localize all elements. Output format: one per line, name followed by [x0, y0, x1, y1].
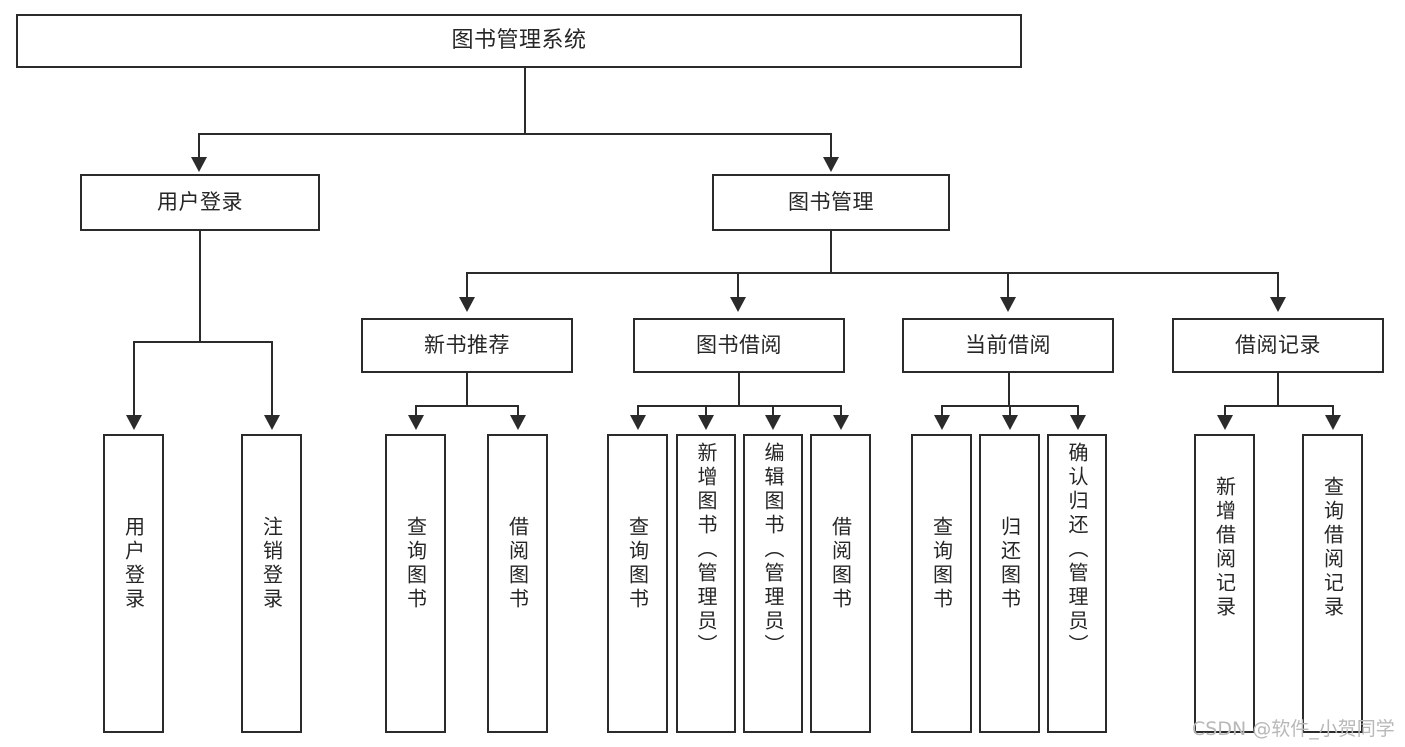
connector-current-borrow-child-3 — [1077, 405, 1079, 417]
node-label: 新增借阅记录 — [1212, 476, 1237, 620]
arrow-current-borrow-child-2 — [1002, 415, 1018, 430]
leaf-node-add-book-admin[interactable]: 新增图书（管理员） — [676, 434, 736, 733]
connector-borrow-record-stem — [1277, 373, 1279, 405]
connector-current-borrow-stem — [1008, 373, 1010, 405]
leaf-node-query-book-3[interactable]: 查询图书 — [911, 434, 972, 733]
connector-borrow-record-child-2 — [1332, 405, 1334, 417]
arrow-user-login-child-2 — [264, 415, 280, 430]
node-label: 编辑图书（管理员） — [761, 442, 785, 658]
connector-borrow-record-bus — [1224, 405, 1334, 407]
leaf-node-confirm-return-admin[interactable]: 确认归还（管理员） — [1047, 434, 1107, 733]
node-label: 图书管理 — [788, 190, 874, 215]
connector-book-manage-child-4 — [1277, 272, 1279, 299]
connector-root-bus — [198, 133, 832, 135]
arrow-book-manage-child-3 — [1000, 297, 1016, 312]
node-label: 查询借阅记录 — [1320, 476, 1345, 620]
arrow-book-manage-child-4 — [1270, 297, 1286, 312]
arrow-book-borrow-child-4 — [833, 415, 849, 430]
connector-book-manage-child-3 — [1007, 272, 1009, 299]
connector-book-borrow-child-3 — [772, 405, 774, 417]
connector-to-user-login — [198, 133, 200, 159]
node-user-login[interactable]: 用户登录 — [80, 174, 320, 231]
connector-book-manage-child-2 — [737, 272, 739, 299]
node-borrow-record[interactable]: 借阅记录 — [1172, 318, 1384, 373]
connector-borrow-record-child-1 — [1224, 405, 1226, 417]
node-label: 图书管理系统 — [451, 28, 587, 54]
connector-book-borrow-child-2 — [705, 405, 707, 417]
node-label: 查询图书 — [625, 516, 650, 612]
node-book-management-system[interactable]: 图书管理系统 — [16, 14, 1022, 68]
connector-book-manage-stem — [830, 231, 832, 272]
leaf-node-query-borrow-record[interactable]: 查询借阅记录 — [1302, 434, 1363, 733]
node-label: 用户登录 — [157, 190, 243, 215]
connector-current-borrow-child-1 — [941, 405, 943, 417]
connector-new-book-child-2 — [517, 405, 519, 417]
arrow-book-manage-child-2 — [730, 297, 746, 312]
connector-book-borrow-bus — [637, 405, 841, 407]
node-book-management[interactable]: 图书管理 — [712, 174, 950, 231]
connector-book-borrow-stem — [738, 373, 740, 405]
leaf-node-user-login[interactable]: 用户登录 — [103, 434, 164, 733]
leaf-node-edit-book-admin[interactable]: 编辑图书（管理员） — [743, 434, 803, 733]
node-label: 用户登录 — [121, 516, 146, 612]
leaf-node-borrow-book-1[interactable]: 借阅图书 — [487, 434, 548, 733]
node-label: 图书借阅 — [696, 333, 782, 358]
node-label: 借阅图书 — [828, 516, 853, 612]
arrow-book-borrow-child-3 — [765, 415, 781, 430]
node-label: 借阅记录 — [1235, 333, 1321, 358]
arrow-current-borrow-child-1 — [934, 415, 950, 430]
connector-user-login-child-2 — [271, 341, 273, 417]
connector-new-book-bus — [415, 405, 519, 407]
arrow-borrow-record-child-2 — [1325, 415, 1341, 430]
leaf-node-query-book-2[interactable]: 查询图书 — [607, 434, 668, 733]
node-label: 查询图书 — [403, 516, 428, 612]
connector-current-borrow-child-2 — [1009, 405, 1011, 417]
node-label: 查询图书 — [929, 516, 954, 612]
arrow-book-manage-child-1 — [459, 297, 475, 312]
leaf-node-borrow-book-2[interactable]: 借阅图书 — [810, 434, 871, 733]
connector-new-book-stem — [466, 373, 468, 405]
arrow-to-user-login — [191, 157, 207, 172]
connector-user-login-child-1 — [133, 341, 135, 417]
arrow-new-book-child-2 — [510, 415, 526, 430]
connector-user-login-stem — [199, 231, 201, 341]
leaf-node-return-book[interactable]: 归还图书 — [979, 434, 1040, 733]
node-current-borrow[interactable]: 当前借阅 — [902, 318, 1114, 373]
arrow-current-borrow-child-3 — [1070, 415, 1086, 430]
connector-book-borrow-child-1 — [637, 405, 639, 417]
connector-user-login-bus — [133, 341, 272, 343]
connector-new-book-child-1 — [415, 405, 417, 417]
leaf-node-user-logout[interactable]: 注销登录 — [241, 434, 302, 733]
connector-to-book-manage — [830, 133, 832, 159]
node-new-book-recommend[interactable]: 新书推荐 — [361, 318, 573, 373]
connector-book-manage-bus — [466, 272, 1278, 274]
arrow-to-book-manage — [823, 157, 839, 172]
arrow-user-login-child-1 — [126, 415, 142, 430]
csdn-watermark: CSDN @软件_小贺同学 — [1192, 718, 1395, 740]
leaf-node-add-borrow-record[interactable]: 新增借阅记录 — [1194, 434, 1255, 733]
connector-book-borrow-child-4 — [840, 405, 842, 417]
node-label: 当前借阅 — [965, 333, 1051, 358]
node-label: 注销登录 — [259, 516, 284, 612]
node-label: 归还图书 — [997, 516, 1022, 612]
connector-book-manage-child-1 — [466, 272, 468, 299]
node-label: 确认归还（管理员） — [1065, 442, 1089, 658]
connector-root-stem — [524, 68, 526, 133]
arrow-new-book-child-1 — [408, 415, 424, 430]
node-label: 新书推荐 — [424, 333, 510, 358]
arrow-book-borrow-child-1 — [630, 415, 646, 430]
node-label: 借阅图书 — [505, 516, 530, 612]
arrow-book-borrow-child-2 — [698, 415, 714, 430]
node-book-borrow[interactable]: 图书借阅 — [633, 318, 845, 373]
node-label: 新增图书（管理员） — [694, 442, 718, 658]
arrow-borrow-record-child-1 — [1217, 415, 1233, 430]
leaf-node-query-book-1[interactable]: 查询图书 — [385, 434, 446, 733]
